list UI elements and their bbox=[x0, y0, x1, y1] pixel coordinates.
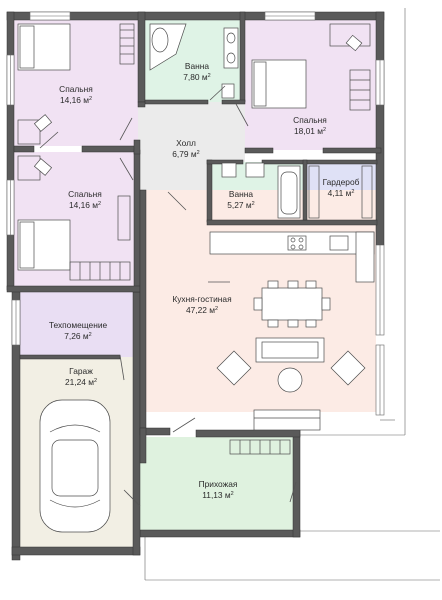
dining-table bbox=[261, 287, 323, 321]
wall-entrance-east bbox=[292, 429, 301, 538]
toilet-mid bbox=[221, 162, 237, 178]
armchair-left bbox=[216, 350, 252, 386]
wall-bath-mid-west bbox=[206, 159, 213, 223]
wall-living-south bbox=[195, 429, 301, 438]
wall-bed-w-east bbox=[133, 149, 141, 291]
room-name-kitchen-living: Кухня-гостиная bbox=[172, 294, 231, 304]
fill-hall-2 bbox=[138, 150, 210, 195]
room-area-bedroom-w: 14,16 м2 bbox=[69, 200, 101, 210]
room-name-bedroom-ne: Спальня bbox=[293, 115, 327, 125]
wall-bed-w-east-top bbox=[133, 139, 141, 155]
desk-nw bbox=[17, 119, 41, 145]
wall-bed-nw-bottom bbox=[13, 145, 35, 153]
fill-entrance bbox=[140, 437, 295, 530]
room-area-bedroom-nw: 14,16 м2 bbox=[60, 95, 92, 105]
bathtub-mid bbox=[277, 165, 301, 219]
wardrobe-nw bbox=[119, 23, 135, 65]
sinks bbox=[223, 27, 239, 69]
bed-ne bbox=[251, 59, 307, 109]
wall-bed-nw-east bbox=[137, 11, 146, 103]
hanging-rail bbox=[308, 165, 320, 219]
wall-garage-bottom bbox=[11, 546, 141, 556]
fridge bbox=[355, 231, 375, 283]
terrace-outline bbox=[144, 8, 440, 581]
room-name-hall: Холл bbox=[176, 138, 196, 148]
room-area-tech-room: 7,26 м2 bbox=[64, 331, 91, 341]
wall-bath-east bbox=[239, 11, 246, 103]
furniture bbox=[17, 23, 375, 533]
armchair-right bbox=[330, 350, 366, 386]
room-name-entrance: Прихожая bbox=[199, 479, 238, 489]
wall-bed-w-bottom bbox=[6, 285, 141, 293]
corner-bathtub bbox=[149, 23, 187, 71]
room-area-bedroom-ne: 18,01 м2 bbox=[294, 126, 326, 136]
doors bbox=[39, 85, 297, 507]
wall-garage-east bbox=[132, 291, 141, 556]
wall-entrance-bottom bbox=[139, 529, 301, 538]
wall-hall-left-top bbox=[137, 101, 146, 108]
room-area-kitchen-living: 47,22 м2 bbox=[186, 305, 218, 315]
room-area-hall: 6,79 м2 bbox=[172, 149, 199, 159]
wall-living-west bbox=[139, 189, 147, 436]
toilet-north bbox=[221, 83, 235, 99]
wall-bath-mid-top-2 bbox=[261, 159, 378, 165]
room-name-bedroom-w: Спальня bbox=[68, 189, 102, 199]
bed-w bbox=[17, 219, 71, 271]
room-name-tech-room: Техпомещение bbox=[49, 320, 108, 330]
bed-nw bbox=[17, 23, 71, 71]
windows bbox=[6, 11, 385, 416]
wall-bed-nw-bottom-2 bbox=[81, 145, 139, 153]
room-name-garage: Гараж bbox=[69, 366, 93, 376]
room-area-garage: 21,24 м2 bbox=[65, 377, 97, 387]
room-area-entrance: 11,13 м2 bbox=[202, 490, 233, 500]
wall-entrance-west bbox=[139, 427, 147, 464]
wall-bath-mid-bottom bbox=[206, 219, 378, 226]
wall-tech-bottom bbox=[19, 354, 121, 360]
kitchen-counter bbox=[209, 231, 375, 255]
wall-bath-bottom-2 bbox=[221, 99, 246, 105]
car bbox=[39, 399, 111, 533]
room-name-bath-mid: Ванна bbox=[229, 189, 253, 199]
room-area-wardrobe: 4,11 м2 bbox=[328, 188, 355, 198]
room-area-bath-north: 7,80 м2 bbox=[183, 72, 210, 82]
wall-bed-ne-bottom bbox=[244, 147, 274, 154]
room-name-wardrobe: Гардероб bbox=[323, 177, 360, 187]
walls bbox=[6, 11, 385, 561]
wall-west bbox=[6, 11, 15, 291]
sofa bbox=[255, 337, 325, 363]
room-name-bath-north: Ванна bbox=[185, 61, 209, 71]
wall-east bbox=[375, 11, 385, 246]
wall-bed-ne-bottom-2 bbox=[322, 147, 382, 154]
fill-tech-room bbox=[20, 292, 133, 357]
wall-bath-bottom bbox=[144, 99, 209, 105]
sink-mid bbox=[245, 162, 265, 178]
room-name-bedroom-nw: Спальня bbox=[59, 84, 93, 94]
tv-unit bbox=[253, 409, 321, 431]
coffee-table bbox=[277, 367, 303, 393]
wall-wardrobe-west bbox=[302, 159, 308, 221]
room-area-bath-mid: 5,27 м2 bbox=[227, 200, 254, 210]
